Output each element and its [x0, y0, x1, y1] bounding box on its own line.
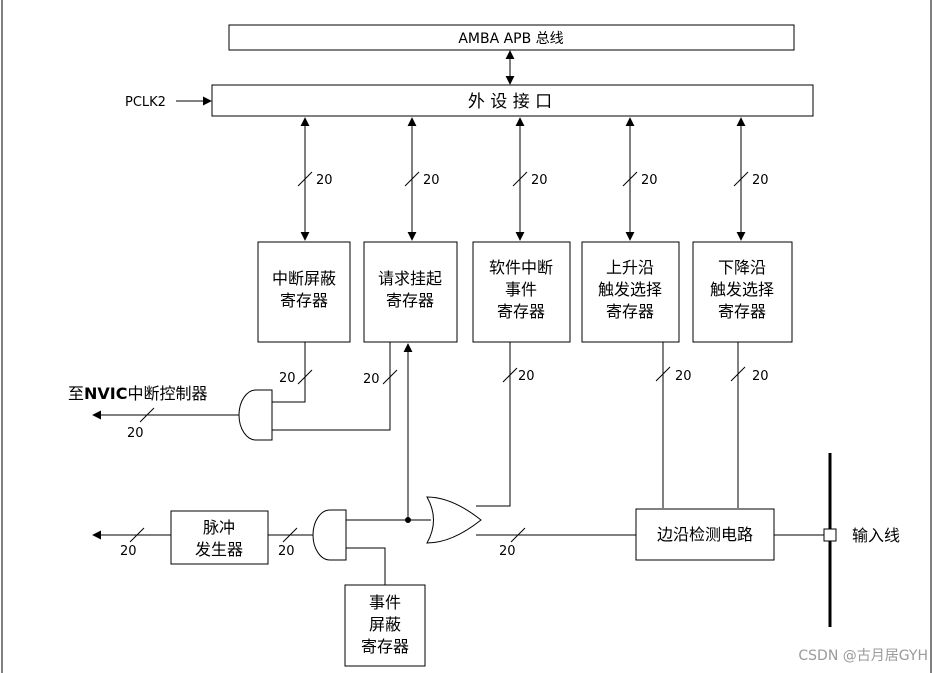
mask-to-and-wire: [272, 342, 306, 403]
peripheral-interface-label: 外 设 接 口: [468, 92, 552, 112]
register-label-line: 寄存器: [718, 302, 766, 321]
bus-width-label: 20: [752, 369, 769, 384]
register-label-line: 上升沿: [606, 258, 654, 277]
register-label-line: 寄存器: [606, 302, 654, 321]
slash-mark: [297, 171, 313, 187]
register-bus-arrows: [300, 117, 746, 241]
register-label-line: 请求挂起: [378, 269, 442, 288]
slash-mark: [382, 369, 398, 385]
watermark: CSDN @古月居GYH: [798, 648, 928, 664]
rising-trigger-register: 上升沿 触发选择 寄存器: [581, 241, 680, 343]
or-gate: [426, 496, 482, 544]
interrupt-mask-register: 中断屏蔽 寄存器: [257, 241, 351, 343]
register-label-line: 触发选择: [710, 280, 774, 299]
register-label-line: 寄存器: [361, 637, 409, 656]
pending-request-register: 请求挂起 寄存器: [363, 241, 458, 343]
bus-width-label: 20: [278, 544, 295, 559]
bus-width-label: 20: [675, 369, 692, 384]
slash-mark: [297, 369, 313, 385]
slash-mark: [622, 171, 638, 187]
register-label-line: 寄存器: [497, 302, 545, 321]
event-and-gate: [312, 509, 347, 561]
register-label-line: 软件中断: [489, 258, 553, 277]
slash-mark: [502, 367, 518, 383]
register-label-line: 屏蔽: [369, 615, 401, 634]
bus-width-label: 20: [127, 426, 144, 441]
bus-width-label: 20: [423, 173, 440, 188]
pulse-generator-label-line: 发生器: [195, 540, 243, 559]
software-interrupt-event-register: 软件中断 事件 寄存器: [472, 241, 571, 343]
input-line-label: 输入线: [852, 526, 900, 545]
bus-width-label: 20: [120, 544, 137, 559]
register-label-line: 触发选择: [598, 280, 662, 299]
bus-width-label: 20: [752, 173, 769, 188]
input-pin: [823, 528, 837, 542]
nvic-label: 至NVIC中断控制器: [68, 384, 208, 403]
bus-label: AMBA APB 总线: [458, 31, 563, 47]
slash-mark: [282, 527, 298, 543]
register-label-line: 事件: [369, 593, 401, 612]
slash-mark: [510, 527, 526, 543]
edge-detect-label: 边沿检测电路: [657, 525, 753, 544]
slash-mark: [655, 366, 671, 382]
pulse-generator-label-line: 脉冲: [203, 518, 235, 537]
event-mask-register: 事件 屏蔽 寄存器: [344, 584, 426, 667]
pulse-generator: 脉冲 发生器: [170, 510, 269, 565]
amba-apb-bus: AMBA APB 总线: [228, 24, 795, 51]
bus-width-label: 20: [499, 544, 516, 559]
slash-mark: [733, 171, 749, 187]
slash-mark: [512, 171, 528, 187]
slash-mark: [730, 366, 746, 382]
bus-width-label: 20: [531, 173, 548, 188]
pclk2-label: PCLK2: [125, 95, 166, 110]
slash-mark: [139, 407, 155, 423]
bus-width-label: 20: [641, 173, 658, 188]
slash-mark: [404, 171, 420, 187]
swier-to-or-wire: [476, 342, 511, 507]
bus-width-label: 20: [363, 372, 380, 387]
edge-detect-circuit: 边沿检测电路: [635, 508, 775, 561]
event-mask-wire: [346, 547, 386, 585]
register-label-line: 寄存器: [280, 291, 328, 310]
pending-to-and-wire: [272, 342, 391, 431]
register-label-line: 中断屏蔽: [272, 269, 336, 288]
bus-width-label: 20: [316, 173, 333, 188]
slash-mark: [129, 527, 145, 543]
register-label-line: 下降沿: [718, 258, 766, 277]
falling-trigger-register: 下降沿 触发选择 寄存器: [692, 241, 793, 343]
bus-width-label: 20: [279, 371, 296, 386]
register-label-line: 事件: [505, 280, 537, 299]
register-label-line: 寄存器: [386, 291, 434, 310]
nvic-and-gate: [238, 389, 273, 441]
peripheral-interface: 外 设 接 口: [211, 84, 814, 117]
upper-bus-width-marks: 20 20 20 20 20: [297, 171, 769, 188]
bus-width-label: 20: [518, 369, 535, 384]
